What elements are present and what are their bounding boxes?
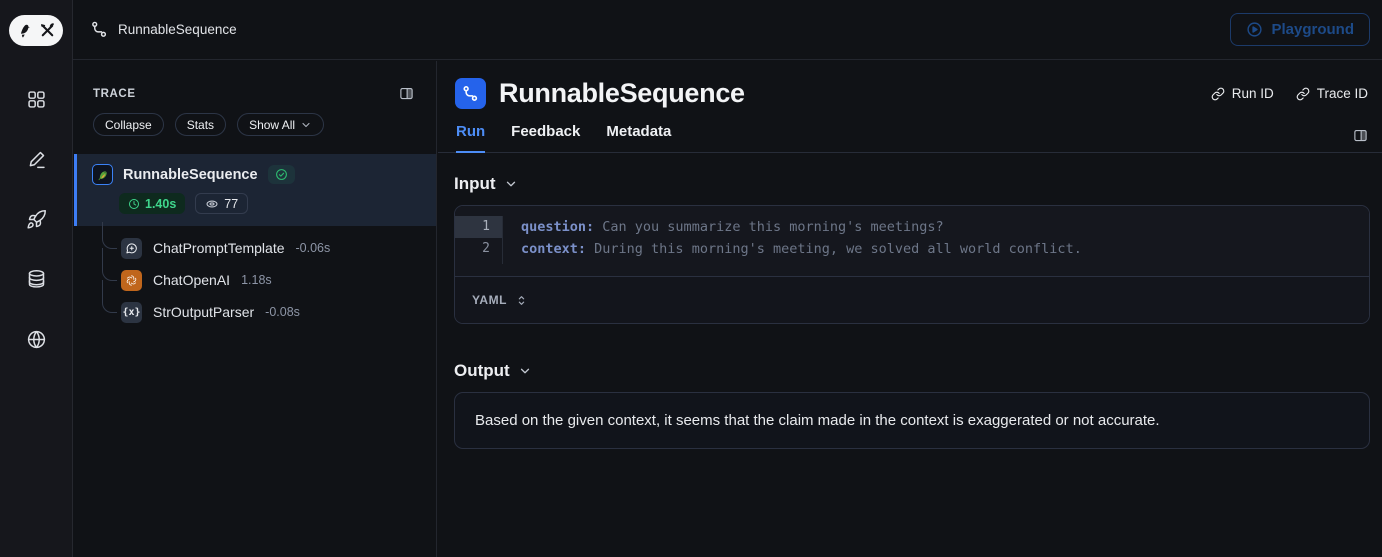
stats-button[interactable]: Stats (174, 113, 227, 136)
show-all-dropdown[interactable]: Show All (237, 113, 325, 136)
nav-deployments-rocket-icon[interactable] (18, 201, 54, 237)
tokens-coin-icon (206, 200, 218, 207)
input-card: 1 2 question: Can you summarize this mor… (454, 205, 1370, 324)
nav-datasets-database-icon[interactable] (18, 261, 54, 297)
link-icon (1296, 87, 1310, 100)
input-code-viewer[interactable]: 1 2 question: Can you summarize this mor… (455, 206, 1369, 276)
clock-icon (129, 198, 139, 209)
chat-prompt-icon (121, 237, 142, 259)
yaml-value: During this morning's meeting, we solved… (586, 241, 1082, 257)
child-run-name: ChatPromptTemplate (153, 240, 285, 256)
success-status-badge (267, 165, 295, 184)
langsmith-logo[interactable] (9, 15, 63, 46)
check-circle-icon (275, 169, 287, 180)
playground-label: Playground (1271, 21, 1354, 38)
openai-icon (121, 269, 142, 291)
trace-panel-title: TRACE (93, 87, 136, 100)
trace-child-row[interactable]: ChatOpenAI 1.18s (101, 248, 436, 296)
chevron-down-icon (506, 181, 515, 187)
run-content: Input 1 2 question: Can you summarize th… (438, 174, 1382, 449)
sequence-chip-icon (455, 78, 486, 109)
code-line: context: During this morning's meeting, … (521, 238, 1082, 260)
yaml-key: question: (521, 219, 595, 235)
chevron-down-icon (302, 122, 310, 127)
breadcrumb[interactable]: RunnableSequence (90, 20, 237, 39)
yaml-key: context: (521, 241, 587, 257)
collapse-detail-panel-icon[interactable] (1353, 128, 1368, 152)
latency-value: 1.40s (145, 196, 177, 211)
child-run-duration: 1.18s (241, 273, 272, 287)
yaml-value: Can you summarize this morning's meeting… (594, 219, 944, 235)
braces-parser-icon: {x} (121, 301, 142, 323)
trace-root-row[interactable]: RunnableSequence 1.40s (74, 154, 436, 226)
line-number-gutter: 1 2 (455, 216, 503, 264)
line-number: 1 (455, 216, 502, 238)
latency-badge: 1.40s (119, 193, 186, 214)
collapse-button[interactable]: Collapse (93, 113, 164, 136)
langchain-parrot-icon (92, 164, 113, 185)
output-heading: Output (454, 361, 510, 380)
trace-id-link[interactable]: Trace ID (1296, 86, 1368, 101)
child-run-name: StrOutputParser (153, 304, 255, 320)
tab-metadata[interactable]: Metadata (606, 123, 672, 140)
run-title: RunnableSequence (499, 78, 745, 108)
id-links: Run ID Trace ID (1211, 86, 1368, 101)
nav-projects-grid-icon[interactable] (18, 81, 54, 117)
breadcrumb-label: RunnableSequence (118, 22, 237, 37)
output-text: Based on the given context, it seems tha… (475, 412, 1160, 429)
trace-children: ChatPromptTemplate -0.06s (101, 222, 436, 328)
trace-tree: RunnableSequence 1.40s (74, 154, 436, 328)
trace-root-name: RunnableSequence (123, 166, 258, 183)
format-selector[interactable]: YAML (472, 293, 528, 307)
left-nav-rail (0, 0, 73, 557)
sequence-icon (92, 21, 107, 37)
trace-id-label: Trace ID (1316, 86, 1368, 101)
format-label: YAML (472, 293, 507, 307)
output-section-toggle[interactable]: Output (454, 361, 1370, 381)
trace-controls: Collapse Stats Show All (74, 101, 436, 136)
output-card: Based on the given context, it seems tha… (454, 392, 1370, 449)
collapse-label: Collapse (105, 117, 152, 132)
braces-glyph: {x} (122, 306, 141, 318)
parrot-logo-icon (20, 24, 30, 37)
tools-logo-icon (40, 23, 54, 37)
run-tabs: Run Feedback Metadata (438, 109, 1382, 153)
tokens-badge: 77 (195, 193, 249, 214)
code-line: question: Can you summarize this morning… (521, 216, 1082, 238)
child-run-duration: -0.06s (295, 241, 331, 255)
collapse-panel-icon[interactable] (399, 86, 414, 101)
input-section-toggle[interactable]: Input (454, 174, 1370, 194)
playground-button[interactable]: Playground (1230, 13, 1370, 46)
trace-panel: TRACE Collapse Stats Show All (74, 61, 437, 557)
nav-annotation-pencil-icon[interactable] (18, 141, 54, 177)
chevrons-up-down-icon (518, 295, 525, 305)
trace-child-row[interactable]: {x} StrOutputParser -0.08s (101, 280, 436, 328)
child-run-duration: -0.08s (265, 305, 300, 319)
tab-feedback[interactable]: Feedback (511, 123, 581, 140)
play-circle-icon (1247, 22, 1263, 37)
show-all-label: Show All (249, 117, 296, 132)
run-id-link[interactable]: Run ID (1211, 86, 1274, 101)
stats-label: Stats (186, 117, 215, 132)
trace-child-row[interactable]: ChatPromptTemplate -0.06s (101, 222, 436, 264)
top-bar: RunnableSequence Playground (73, 0, 1382, 60)
input-card-footer: YAML (455, 276, 1369, 323)
tokens-value: 77 (224, 196, 239, 211)
nav-hub-globe-icon[interactable] (18, 321, 54, 357)
child-run-name: ChatOpenAI (153, 272, 231, 288)
rail-nav (18, 81, 54, 357)
chevron-down-icon (520, 368, 529, 374)
run-detail-panel: RunnableSequence Run ID Trace ID (438, 61, 1382, 557)
run-id-label: Run ID (1231, 86, 1274, 101)
line-number: 2 (482, 241, 490, 256)
link-icon (1211, 87, 1225, 100)
tab-run[interactable]: Run (456, 123, 486, 153)
input-heading: Input (454, 174, 496, 193)
